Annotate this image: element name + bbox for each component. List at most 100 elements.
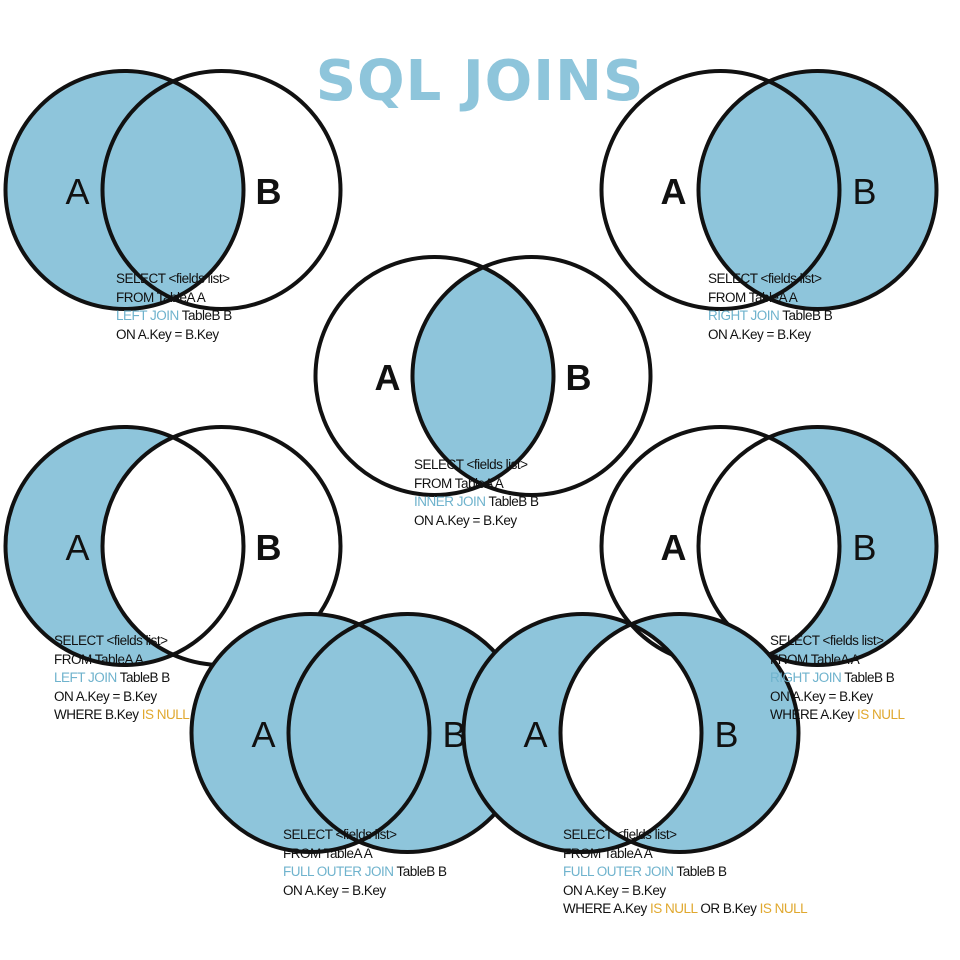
circle-b-outline [558,612,801,854]
code-line: SELECT <fields list> [116,270,232,289]
code-text: ON A.Key = B.Key [414,512,517,528]
circle-a-outline [189,612,432,854]
code-text: SELECT <fields list> [708,271,822,286]
code-text: WHERE A.Key [563,901,651,916]
join-keyword: RIGHT JOIN [708,308,780,323]
circle-a-outline [599,69,842,311]
region-a-only [191,614,359,852]
code-line: ON A.Key = B.Key [283,882,447,901]
label-b: B [566,357,592,398]
circle-a-outline [461,612,704,854]
join-keyword: INNER JOIN [414,494,486,509]
code-right-join: SELECT <fields list> FROM TableA A RIGHT J… [708,270,833,345]
label-b: B [256,171,282,212]
join-keyword: RIGHT JOIN [770,670,842,685]
region-b-only [769,70,937,309]
code-line: WHERE A.Key IS NULL OR B.Key IS NULL [563,900,808,919]
code-line: FROM TableA A [283,845,447,864]
code-text: SELECT <fields list> [116,271,230,286]
code-text: TableB B [779,308,833,323]
code-line: ON A.Key = B.Key [770,688,905,707]
code-line: LEFT JOIN TableB B [116,307,232,326]
null-keyword: IS NULL [857,707,905,722]
code-full-outer-join-null: SELECT <fields list>FROM TableA A FULL OU… [563,826,808,919]
code-line: RIGHT JOIN TableB B [708,307,833,326]
circle-b-outline [410,255,653,497]
region-a-only [5,427,174,666]
code-text: FROM TableA A [283,845,373,861]
code-text: WHERE A.Key [770,707,858,722]
code-line: ON A.Key = B.Key [563,882,807,901]
label-a: A [523,714,547,755]
code-line: INNER JOIN TableB B [414,493,539,512]
region-intersection [698,81,840,299]
code-line: ON A.Key = B.Key [414,512,539,531]
code-text: ON A.Key = B.Key [116,326,219,342]
join-keyword: LEFT JOIN [116,308,179,323]
circle-a-outline [3,425,246,667]
null-keyword: IS NULL [141,707,190,722]
code-line: WHERE B.Key IS NULL [54,706,190,725]
code-line: LEFT JOIN TableB B [54,669,189,688]
code-text: SELECT <fields list> [414,457,528,472]
code-line: FROM TableA A [563,845,807,864]
code-line: SELECT <fields list> [708,270,832,289]
circle-b-outline [696,69,939,311]
label-a: A [661,171,687,212]
code-text: FROM TableA A [54,651,144,667]
code-line: FROM TableA A [770,651,905,670]
circle-a-outline [313,255,556,497]
code-text: SELECT <fields list> [770,633,884,648]
code-line: ON A.Key = B.Key [116,326,232,345]
code-text: FROM TableA A [116,289,206,305]
code-line: WHERE A.Key IS NULL [770,706,905,725]
code-left-join: SELECT <fields list> FROM TableA A LEFT JO… [116,270,232,344]
label-b: B [852,527,876,568]
null-keyword: IS NULL [759,901,808,916]
code-text: TableB B [673,864,728,879]
page-title: SQL JOINS [315,49,645,114]
code-right-join-null: SELECT <fields list> FROM TableA A RIGHT J… [770,632,905,725]
join-keyword: FULL OUTER JOIN [283,864,394,879]
code-text: FROM TableA A [708,289,798,305]
code-line: SELECT <fields list> [54,632,189,651]
code-left-join-null: SELECT <fields list> FROM TableA A LEFT JO… [54,632,190,725]
code-line: FROM TableA A [54,651,189,670]
code-text: FROM TableA A [770,651,860,667]
label-a: A [65,527,89,568]
code-line: SELECT <fields list> [414,456,539,475]
label-a: A [65,171,89,212]
code-text: TableB B [393,864,448,879]
region-intersection [288,624,430,842]
join-keyword: LEFT JOIN [54,670,117,685]
code-line: SELECT <fields list> [283,826,447,845]
code-text: SELECT <fields list> [283,827,397,842]
region-a-only [463,614,631,852]
code-line: FULL OUTER JOIN TableB B [283,863,447,882]
code-text: ON A.Key = B.Key [708,326,811,342]
code-line: ON A.Key = B.Key [708,326,832,345]
code-line: SELECT <fields list> [563,826,807,845]
code-text: FROM TableA A [563,845,653,861]
join-keyword: FULL OUTER JOIN [563,864,674,879]
code-line: ON A.Key = B.Key [54,688,189,707]
label-b: B [256,527,282,568]
code-line: FROM TableA A [708,289,832,308]
code-text: FROM TableA A [414,475,504,491]
code-text: ON A.Key = B.Key [770,688,873,704]
code-text: SELECT <fields list> [54,633,168,648]
code-text: ON A.Key = B.Key [283,882,386,898]
code-text: ON A.Key = B.Key [54,688,157,704]
code-line: SELECT <fields list> [770,632,905,651]
region-a-only [5,70,174,309]
region-b-only [769,427,937,666]
code-full-outer-join: SELECT <fields list> FROM TableA A FULL OU… [283,826,447,900]
circle-a-outline [3,69,246,311]
label-b: B [852,171,876,212]
circle-b-outline [696,425,939,667]
code-text: TableB B [178,308,233,323]
